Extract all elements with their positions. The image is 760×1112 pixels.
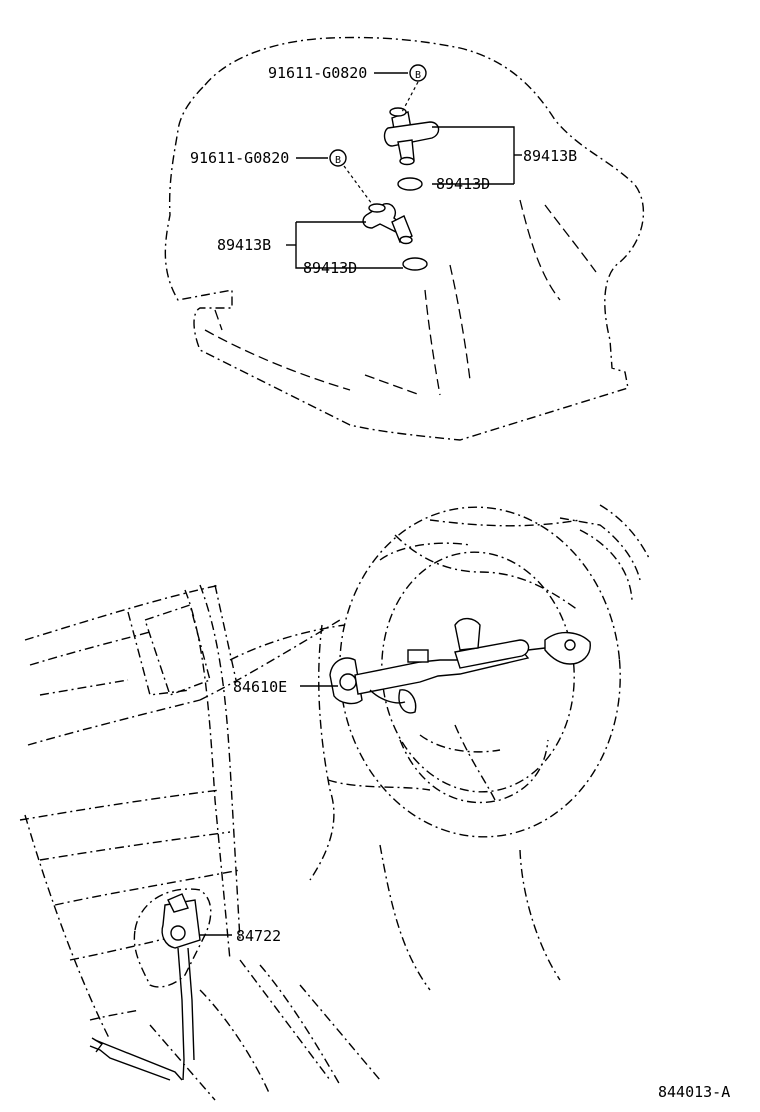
- speed-sensor-upper: [383, 107, 440, 166]
- leader-lines-upper: [286, 72, 522, 269]
- callout-steering-part: 84610E: [233, 678, 287, 696]
- callout-washer-upper: 89413D: [436, 175, 490, 193]
- shifter-assembly: [89, 888, 212, 1081]
- callout-sensor-lower: 89413B: [217, 236, 271, 254]
- bolt-marker-upper-label: B: [415, 70, 421, 81]
- figure-code: 844013-A: [658, 1083, 730, 1101]
- bolt-marker-lower-label: B: [335, 155, 341, 166]
- callout-bolt-lower: 91611-G0820: [190, 149, 289, 167]
- steering-harness: [329, 617, 591, 714]
- bolt-marker-upper: B: [409, 64, 427, 82]
- washer-lower: [402, 257, 428, 271]
- washer-upper: [397, 177, 423, 191]
- callout-shifter-part: 84722: [236, 927, 281, 945]
- callout-sensor-upper: 89413B: [523, 147, 577, 165]
- transmission-housing: [164, 36, 645, 441]
- cabin-outline: [19, 504, 651, 1101]
- callout-washer-lower: 89413D: [303, 259, 357, 277]
- callout-bolt-upper: 91611-G0820: [268, 64, 367, 82]
- bolt-marker-lower: B: [329, 149, 347, 167]
- speed-sensor-lower: [362, 203, 413, 245]
